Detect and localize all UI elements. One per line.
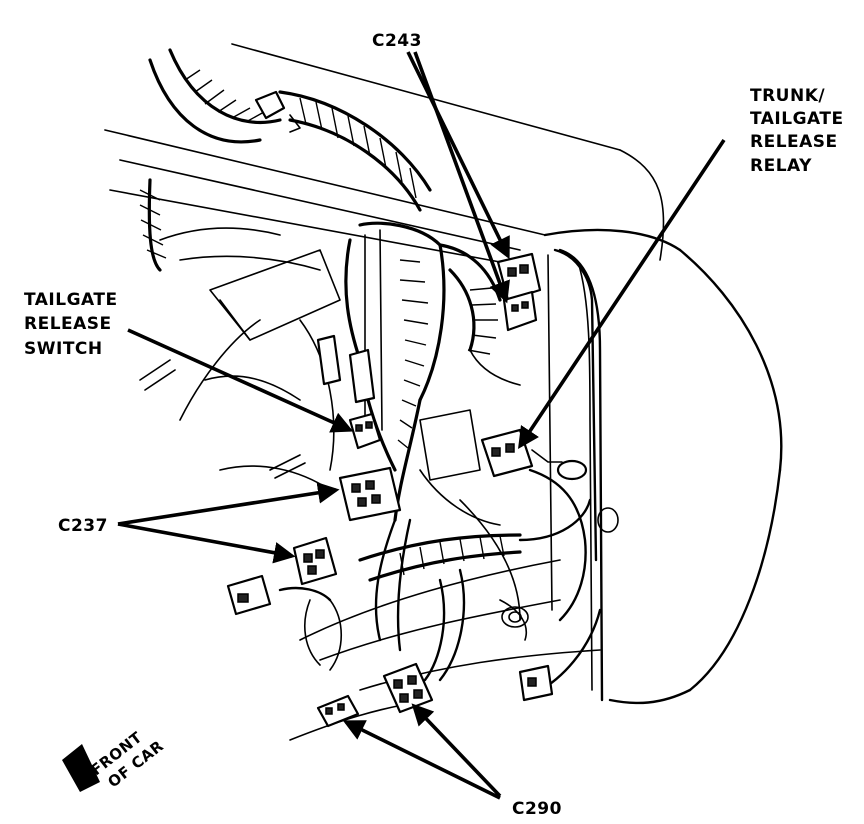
label-trunk-line-1: TRUNK/ bbox=[750, 86, 825, 106]
label-c290: C290 bbox=[512, 799, 562, 819]
label-trunk-tailgate-release-relay: TRUNK/ TAILGATE RELEASE RELAY bbox=[750, 86, 844, 176]
connector-tailgate-release-switch bbox=[316, 334, 382, 450]
lower-harness bbox=[278, 468, 602, 692]
label-c243: C243 bbox=[372, 31, 422, 51]
label-switch-line-2: RELEASE bbox=[24, 314, 112, 334]
connector-c290-right bbox=[382, 662, 434, 714]
label-switch-line-1: TAILGATE bbox=[24, 290, 118, 310]
front-of-car-indicator: FRONT OF CAR bbox=[62, 728, 167, 792]
connector-c237-upper bbox=[338, 466, 402, 522]
label-trunk-line-3: RELEASE bbox=[750, 132, 838, 152]
upper-harness-hatched bbox=[139, 48, 432, 272]
label-trunk-line-2: TAILGATE bbox=[750, 109, 844, 129]
connector-c290-left bbox=[316, 694, 360, 728]
connector-c237-lower bbox=[292, 536, 338, 586]
label-switch-line-3: SWITCH bbox=[24, 339, 103, 359]
connector-left-small bbox=[226, 574, 272, 616]
leader-arrows bbox=[117, 51, 726, 800]
connector-lower-right bbox=[518, 664, 554, 702]
label-tailgate-release-switch: TAILGATE RELEASE SWITCH bbox=[24, 290, 118, 359]
label-c237: C237 bbox=[58, 516, 108, 536]
label-trunk-line-4: RELAY bbox=[750, 156, 812, 176]
arrow-left-front-icon bbox=[62, 744, 100, 792]
